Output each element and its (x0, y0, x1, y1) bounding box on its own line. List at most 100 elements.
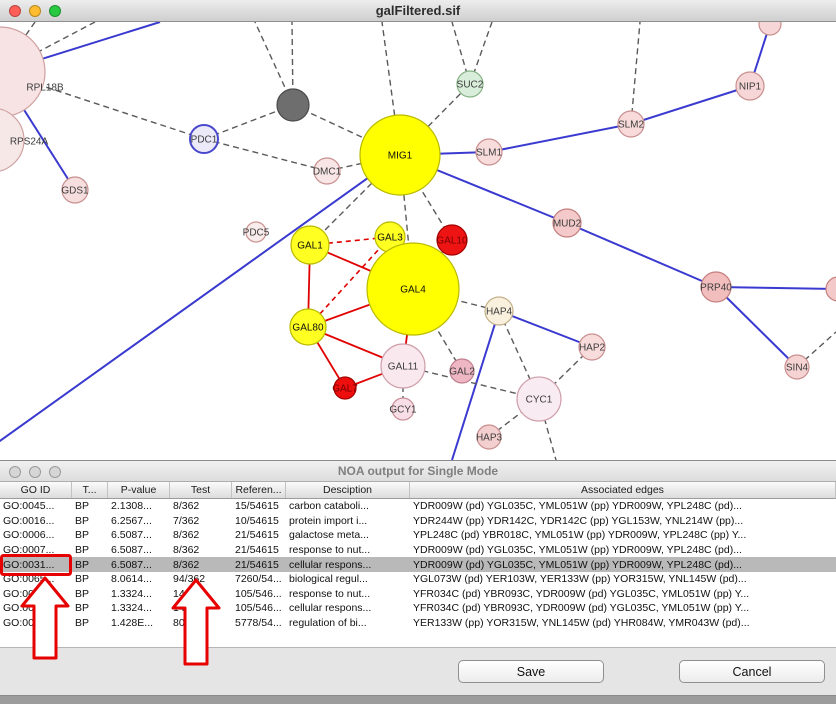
graph-node-pdc5[interactable] (245, 221, 267, 243)
column-header-go_id[interactable]: GO ID (0, 482, 72, 498)
cell-associated_edges: YDR009W (pd) YGL035C, YML051W (pp) YDR00… (413, 500, 742, 513)
close-button[interactable] (9, 5, 21, 17)
column-header-test[interactable]: Test (170, 482, 232, 498)
graph-edge[interactable] (498, 310, 593, 348)
graph-node-sin4[interactable] (784, 354, 810, 380)
cell-p_value: 6.5087... (111, 558, 152, 571)
graph-node-mig1[interactable] (359, 114, 441, 196)
cell-type: BP (75, 558, 90, 571)
close-button[interactable] (9, 466, 21, 478)
network-window-titlebar[interactable]: galFiltered.sif (0, 0, 836, 22)
cell-reference: 7260/54... (235, 573, 282, 586)
graph-node-slm2[interactable] (617, 110, 645, 138)
graph-node-hap3[interactable] (476, 424, 502, 450)
graph-node-gal11[interactable] (380, 343, 426, 389)
cell-p_value: 1.3324... (111, 602, 152, 615)
graph-node-gds1[interactable] (61, 176, 89, 204)
graph-edge[interactable] (203, 138, 328, 172)
graph-node-gal80[interactable] (289, 308, 327, 346)
graph-edge[interactable] (630, 22, 641, 125)
graph-node-prp40[interactable] (700, 271, 732, 303)
zoom-button[interactable] (49, 5, 61, 17)
graph-edge[interactable] (630, 85, 751, 125)
zoom-button[interactable] (49, 466, 61, 478)
graph-node-label: RPL18B (26, 83, 64, 94)
graph-node-suc2[interactable] (456, 70, 484, 98)
graph-edge[interactable] (451, 310, 500, 460)
graph-node-darknode[interactable] (276, 88, 310, 122)
graph-node-label: GAL80 (292, 323, 324, 334)
cancel-button[interactable]: Cancel (679, 660, 825, 683)
graph-node-label: GAL1 (297, 241, 323, 252)
graph-edge[interactable] (796, 331, 836, 368)
cell-description: response to nut... (289, 587, 371, 600)
graph-node-cyc1[interactable] (516, 376, 562, 422)
graph-node-gal4[interactable] (366, 242, 460, 336)
graph-edge[interactable] (399, 83, 471, 156)
graph-node-cornernode[interactable] (758, 22, 782, 36)
graph-node-pdc1[interactable] (189, 124, 219, 154)
cell-test: 14/362 (173, 602, 206, 615)
column-header-reference[interactable]: Referen... (232, 482, 286, 498)
graph-node-rps24a[interactable] (0, 108, 25, 172)
graph-node-mud2[interactable] (552, 208, 582, 238)
graph-node-gal7[interactable] (333, 376, 357, 400)
graph-edge[interactable] (412, 288, 463, 372)
graph-node-gal1[interactable] (290, 225, 330, 265)
column-header-description[interactable]: Desciption (286, 482, 410, 498)
graph-node-rightnode[interactable] (825, 276, 836, 302)
graph-edge[interactable] (0, 22, 96, 73)
graph-edge[interactable] (488, 123, 632, 153)
save-button[interactable]: Save (458, 660, 604, 683)
graph-node-label: DMC1 (313, 167, 342, 178)
minimize-button[interactable] (29, 5, 41, 17)
cell-description: response to nut... (289, 544, 371, 557)
graph-edge[interactable] (307, 236, 391, 328)
graph-edge[interactable] (566, 222, 717, 288)
graph-edge[interactable] (203, 104, 294, 140)
graph-node-label: GAL11 (388, 362, 419, 373)
noa-window-titlebar[interactable]: NOA output for Single Mode (0, 461, 836, 482)
graph-node-hap2[interactable] (578, 333, 606, 361)
cell-p_value: 6.5087... (111, 529, 152, 542)
column-header-type[interactable]: T... (72, 482, 108, 498)
cell-reference: 5778/54... (235, 617, 282, 630)
graph-node-gal10[interactable] (436, 224, 468, 256)
graph-edge[interactable] (0, 71, 205, 140)
graph-edge[interactable] (402, 365, 540, 400)
column-header-p_value[interactable]: P-value (108, 482, 170, 498)
graph-node-hap4[interactable] (484, 296, 514, 326)
cell-go_id: GO:0065... (3, 573, 55, 586)
graph-node-label: MIG1 (388, 151, 413, 162)
minimize-button[interactable] (29, 466, 41, 478)
graph-node-slm1[interactable] (475, 138, 503, 166)
graph-edge[interactable] (0, 154, 401, 448)
cell-p_value: 6.5087... (111, 544, 152, 557)
graph-edge[interactable] (715, 286, 836, 290)
cell-associated_edges: YGL073W (pd) YER103W, YER133W (pp) YOR31… (413, 573, 747, 586)
graph-node-label: HAP3 (476, 433, 503, 444)
graph-node-nip1[interactable] (735, 71, 765, 101)
graph-node-label: GAL7 (332, 384, 358, 395)
cell-go_id: GO:0007... (3, 544, 55, 557)
graph-edge[interactable] (715, 286, 798, 368)
graph-node-label: PDC5 (243, 228, 270, 239)
graph-node-gcy1[interactable] (391, 397, 415, 421)
cell-reference: 15/54615 (235, 500, 279, 513)
graph-node-dmc1[interactable] (313, 157, 341, 185)
graph-node-gal2[interactable] (449, 358, 475, 384)
graph-node-rpl18b[interactable] (0, 26, 46, 118)
column-header-associated_edges[interactable]: Associated edges (410, 482, 836, 498)
